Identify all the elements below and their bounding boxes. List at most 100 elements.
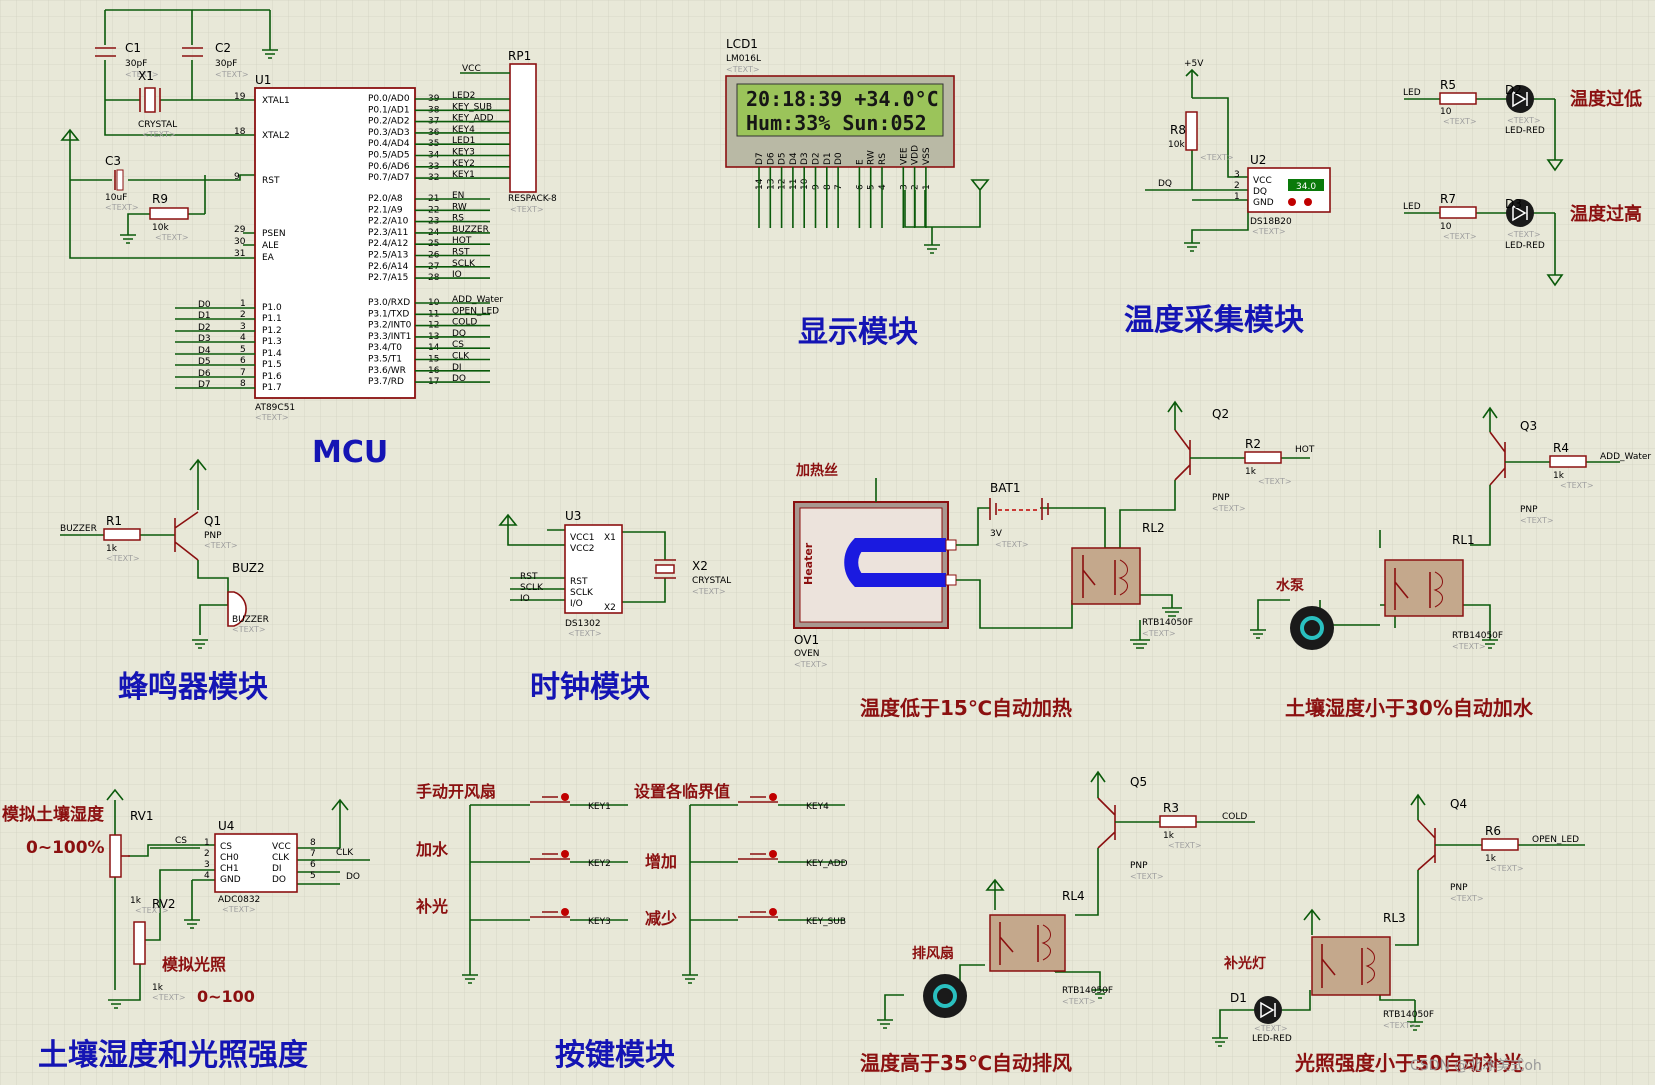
svg-text:LED-RED: LED-RED	[1252, 1034, 1292, 1044]
pump-motor[interactable]	[1290, 606, 1334, 650]
heater-section: 加热丝 Heater OV1 OVEN <TEXT> BAT1 3V <TEXT…	[793, 400, 1315, 720]
lcd-pin-label: D4	[789, 152, 799, 165]
resistor-r5[interactable]: R5 10 <TEXT>	[1439, 78, 1477, 126]
crystal-x2[interactable]: X2 CRYSTAL <TEXT>	[654, 559, 731, 596]
svg-text:<TEXT>: <TEXT>	[1383, 1021, 1417, 1030]
crystal-x1[interactable]: X1 CRYSTAL <TEXT>	[138, 69, 177, 139]
soil-section: 模拟土壤湿度 0~100% 模拟光照 0~100 RV1 1k <TEXT> R…	[2, 788, 370, 1073]
capacitor-c1[interactable]: C1 30pF <TEXT>	[95, 41, 159, 79]
lcd-pins: D714D613D512D411D310D29D18D07E6RW5RS4VEE…	[755, 145, 932, 228]
svg-text:<TEXT>: <TEXT>	[1130, 872, 1164, 881]
svg-text:DQ: DQ	[1158, 179, 1172, 189]
svg-text:U2: U2	[1250, 153, 1266, 167]
resistor-r6[interactable]: R6 1k <TEXT> OPEN_LED	[1481, 824, 1579, 873]
lcd-pin-number: 8	[823, 184, 833, 190]
lcd-pin-label: RW	[867, 150, 877, 165]
rtc-chip-u3[interactable]: VCC1 VCC2 RST SCLK I/O X1 X2 U3 DS1302 <…	[564, 509, 623, 638]
relay-rl3[interactable]: RL3 RTB14050F <TEXT>	[1311, 911, 1434, 1030]
mcu-pin-number: 31	[234, 249, 245, 259]
resistor-r7[interactable]: R7 10 <TEXT>	[1439, 192, 1477, 241]
relay-rl4[interactable]: RL4 RTB14050F <TEXT>	[989, 889, 1113, 1006]
svg-text:CRYSTAL: CRYSTAL	[692, 576, 731, 586]
key-switch-4[interactable]: KEY4	[738, 793, 829, 812]
p2-net-label: BUZZER	[452, 225, 489, 235]
potentiometer-rv2[interactable]: RV2 1k <TEXT>	[133, 897, 186, 1002]
svg-text:KEY3: KEY3	[588, 917, 611, 927]
key-switch-add[interactable]: KEY_ADD	[738, 850, 848, 869]
mcu-pin-number: 6	[240, 356, 246, 366]
svg-text:5: 5	[310, 871, 316, 881]
key-switch-3[interactable]: KEY3	[530, 908, 611, 927]
respack-rp1[interactable]: RP1 RESPACK-8 <TEXT> VCC	[460, 49, 557, 214]
key-switch-1[interactable]: KEY1	[530, 793, 611, 812]
led-d1[interactable]: D1 LED-RED <TEXT>	[1230, 991, 1292, 1044]
lcd-pin-number: 14	[755, 178, 765, 190]
note-light-range: 0~100	[197, 987, 255, 1006]
svg-text:RTB14050F: RTB14050F	[1142, 618, 1193, 628]
lcd-pin-number: 3	[899, 184, 909, 190]
exhaust-fan-motor[interactable]	[923, 974, 967, 1018]
led-d2[interactable]: D2 LED-RED <TEXT>	[1505, 83, 1545, 136]
resistor-r9[interactable]: R9 10k <TEXT>	[149, 192, 189, 242]
buzzer-section: BUZZER R1 1k <TEXT> Q1 PNP <TEXT> BUZ2 B…	[60, 458, 269, 705]
resistor-r2[interactable]: R2 1k <TEXT> HOT	[1244, 437, 1315, 486]
note-key-sub: 减少	[645, 909, 677, 928]
svg-text:RESPACK-8: RESPACK-8	[508, 194, 557, 204]
lcd-module[interactable]: 20:18:39 +34.0°C Hum:33% Sun:052 LCD1 LM…	[725, 37, 955, 228]
svg-text:LM016L: LM016L	[726, 54, 761, 64]
svg-text:U1: U1	[255, 73, 271, 87]
mcu-pin-number: 18	[234, 127, 246, 137]
svg-text:30pF: 30pF	[125, 59, 147, 69]
key-switch-sub[interactable]: KEY_SUB	[738, 908, 846, 927]
relay-rl2[interactable]: RL2 RTB14050F <TEXT>	[1071, 521, 1193, 638]
svg-text:CS: CS	[220, 842, 232, 852]
mcu-pin-label: EA	[262, 253, 275, 263]
svg-text:R2: R2	[1245, 437, 1261, 451]
p0-net-label: LED1	[452, 136, 475, 146]
svg-text:C1: C1	[125, 41, 141, 55]
p0-pin-label: P0.3/AD3	[368, 128, 410, 138]
svg-text:2: 2	[1234, 181, 1240, 191]
led-d3[interactable]: D3 LED-RED <TEXT>	[1505, 197, 1545, 251]
svg-text:1k: 1k	[1485, 854, 1497, 864]
p2-pin-label: P2.5/A13	[368, 251, 408, 261]
transistor-q5[interactable]: Q5 PNP <TEXT>	[1090, 770, 1164, 881]
mcu-chip-u1[interactable]: U1 AT89C51 <TEXT> XTAL119XTAL218RST9PSEN…	[234, 73, 510, 422]
key-switch-2[interactable]: KEY2	[530, 850, 611, 869]
svg-text:R3: R3	[1163, 801, 1179, 815]
oven-ov1[interactable]: Heater OV1 OVEN <TEXT>	[793, 501, 957, 669]
p3-net-label: DI	[452, 363, 462, 373]
resistor-r8[interactable]: R8 10k <TEXT>	[1168, 111, 1234, 162]
sensor-u2-ds18b20[interactable]: 34.0 VCC DQ GND 3 2 1 U2 DS18B20 <TEXT>	[1234, 153, 1331, 236]
battery-bat1[interactable]: BAT1 3V <TEXT>	[989, 481, 1049, 549]
svg-text:RTB14050F: RTB14050F	[1452, 631, 1503, 641]
resistor-r1[interactable]: R1 1k <TEXT>	[103, 514, 141, 563]
svg-text:SCLK: SCLK	[520, 583, 544, 593]
capacitor-c2[interactable]: C2 30pF <TEXT>	[182, 41, 249, 79]
p0-pin-label: P0.7/AD7	[368, 173, 410, 183]
mcu-pin-number: 29	[234, 225, 246, 235]
svg-text:GND: GND	[1253, 198, 1274, 208]
relay-rl1[interactable]: RL1 RTB14050F <TEXT>	[1384, 533, 1503, 651]
mcu-pin-number: 3	[240, 322, 246, 332]
lcd-section: 20:18:39 +34.0°C Hum:33% Sun:052 LCD1 LM…	[725, 37, 990, 350]
svg-text:CH1: CH1	[220, 864, 239, 874]
p0-net-label: KEY3	[452, 148, 475, 158]
transistor-q2[interactable]: Q2 PNP <TEXT>	[1167, 400, 1246, 513]
lcd-pin-number: 6	[855, 184, 865, 190]
buzzer-buz2[interactable]: BUZ2 BUZZER <TEXT>	[227, 561, 269, 634]
note-key2: 加水	[415, 840, 449, 859]
capacitor-c3[interactable]: C3 10uF <TEXT>	[105, 154, 139, 212]
transistor-q4[interactable]: Q4 PNP <TEXT>	[1410, 793, 1484, 903]
transistor-q3[interactable]: Q3 PNP <TEXT>	[1482, 406, 1554, 525]
mcu-left-pins: XTAL119XTAL218RST9PSEN29ALE30EA31P1.01P1…	[234, 92, 290, 393]
resistor-r4[interactable]: R4 1k <TEXT> ADD_Water	[1549, 441, 1651, 490]
adc-chip-u4[interactable]: CS CH0 CH1 GND VCC CLK DI DO 1 2 3 4 8 7…	[204, 819, 316, 914]
svg-text:3: 3	[1234, 170, 1240, 180]
svg-text:DS18B20: DS18B20	[1250, 217, 1292, 227]
resistor-r3[interactable]: R3 1k <TEXT> COLD	[1159, 801, 1247, 850]
potentiometer-rv1[interactable]: RV1 1k <TEXT>	[109, 809, 169, 915]
p0-net-label: KEY_SUB	[452, 102, 492, 112]
transistor-q1[interactable]: Q1 PNP <TEXT>	[174, 511, 238, 561]
